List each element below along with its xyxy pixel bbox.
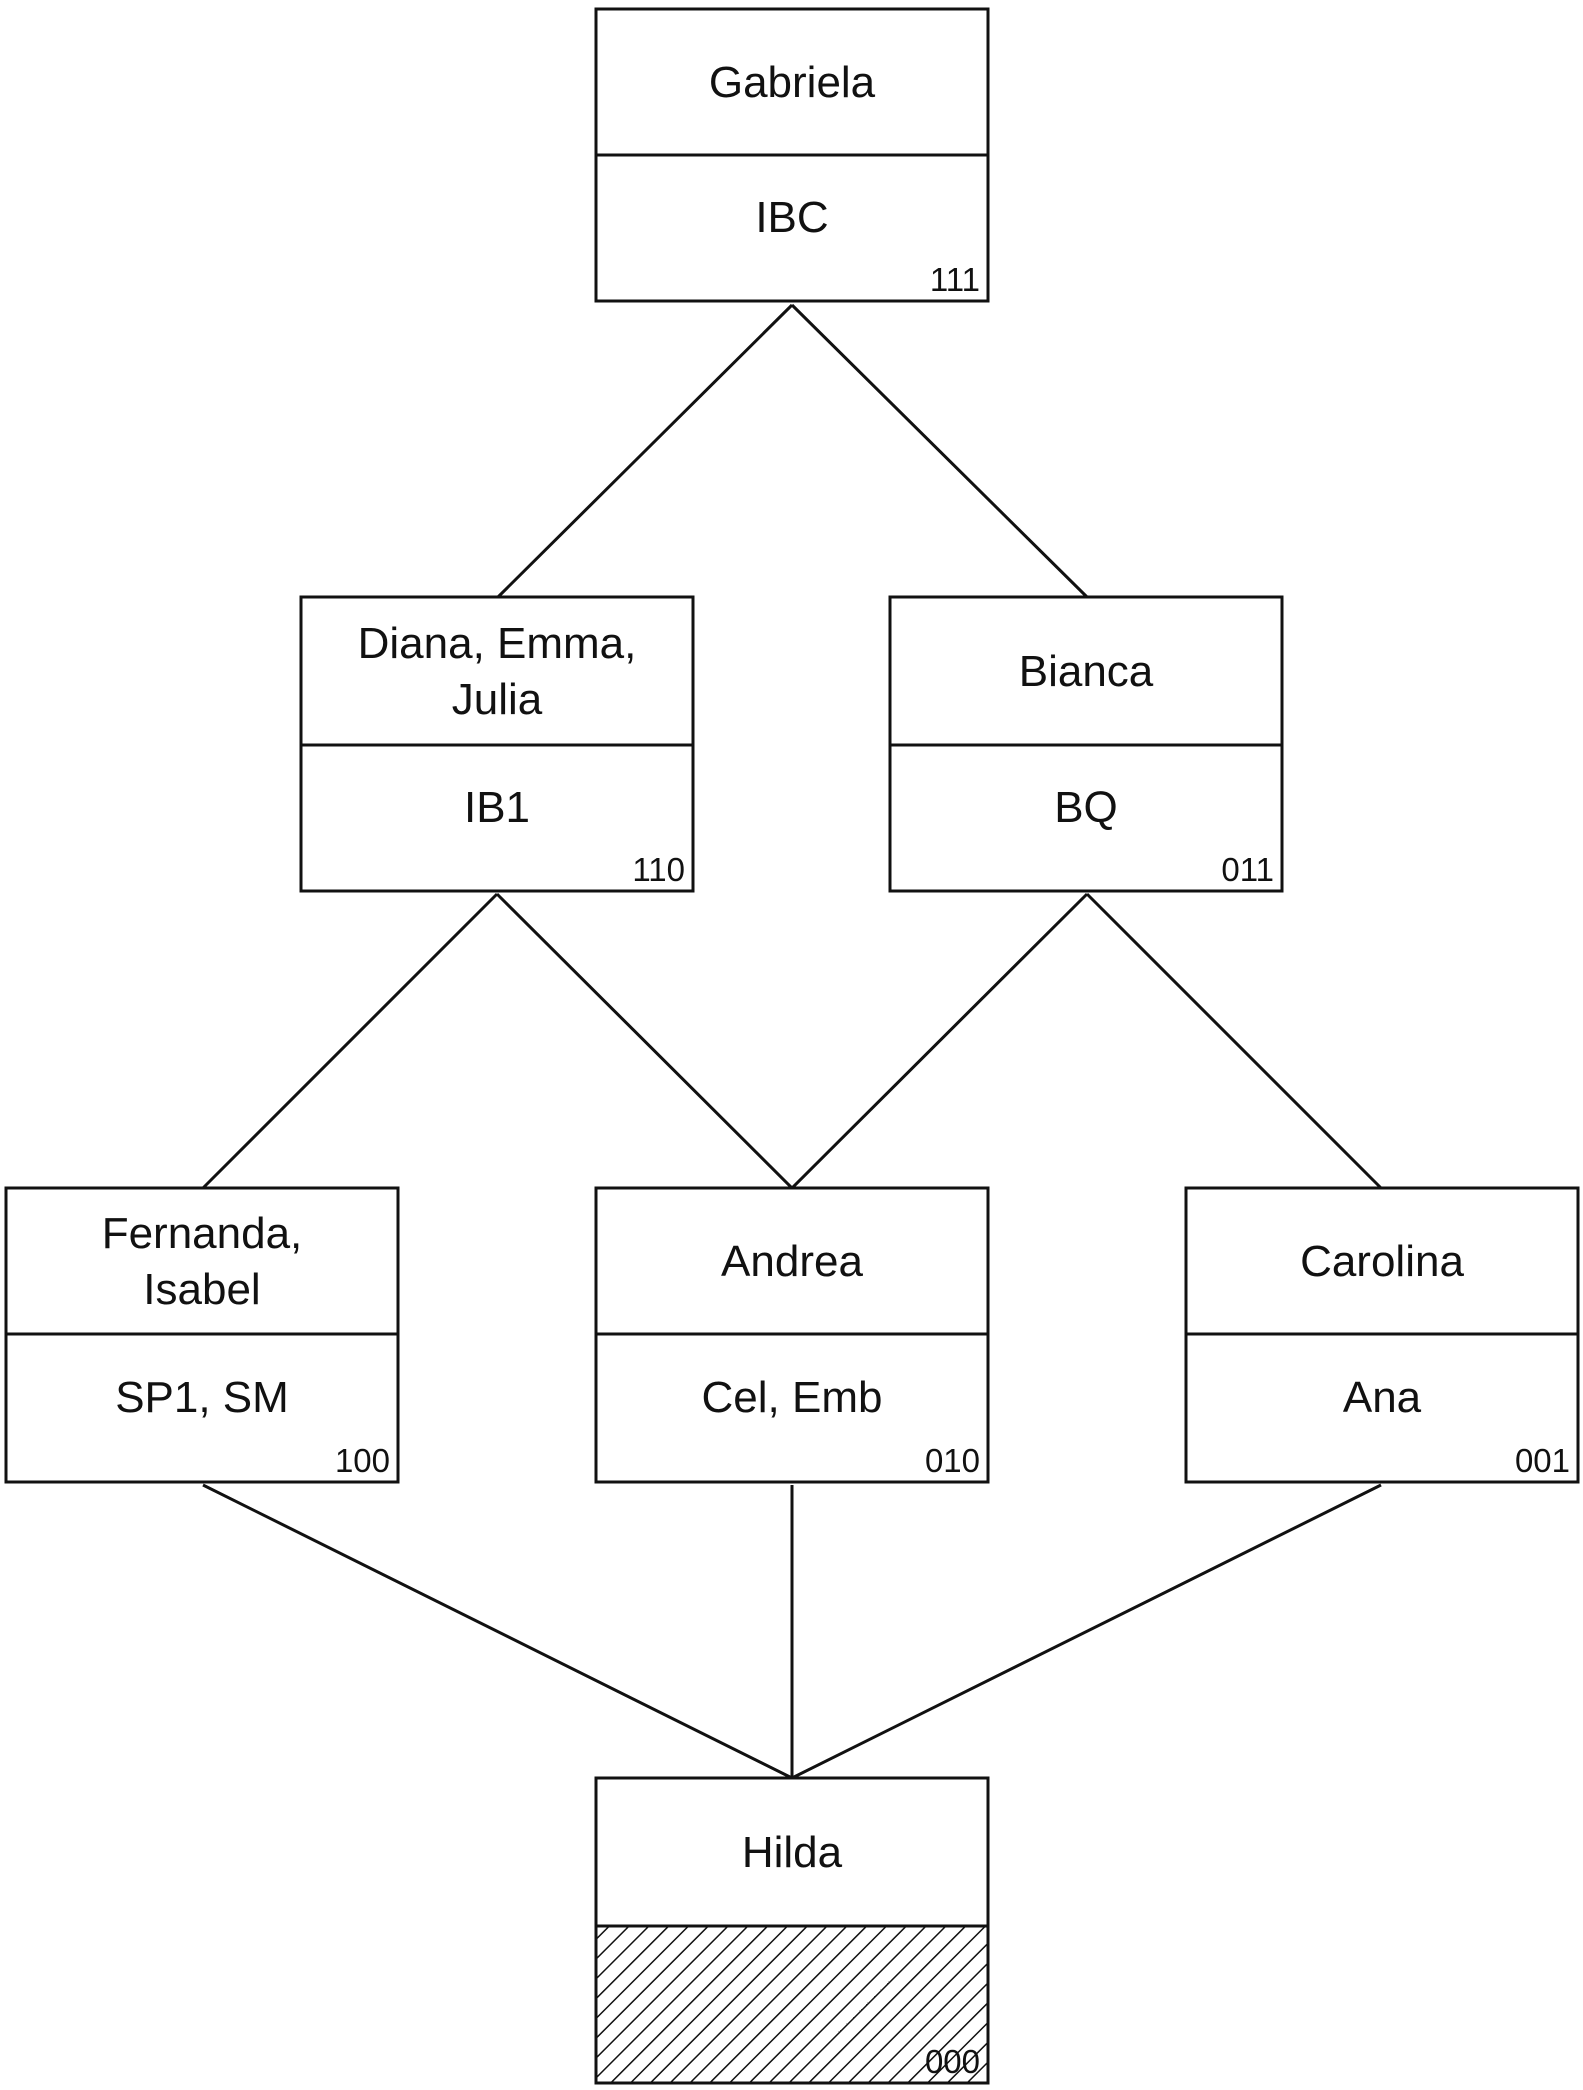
node-lower-label: BQ xyxy=(1054,783,1118,832)
node-upper-label: Carolina xyxy=(1300,1237,1464,1286)
hatched-section xyxy=(596,1926,988,2083)
node-code-label: 111 xyxy=(930,261,980,298)
node-code-label: 001 xyxy=(1515,1442,1570,1479)
edge-gabriela-bianca xyxy=(790,303,1089,599)
edge-bianca-andrea xyxy=(790,892,1089,1190)
node-upper-label: Bianca xyxy=(1019,647,1154,696)
node-upper-label: Andrea xyxy=(721,1237,863,1286)
node-code-label: 000 xyxy=(925,2043,980,2080)
node-code-label: 100 xyxy=(335,1442,390,1479)
node-upper-label: Julia xyxy=(452,675,543,724)
edge-diana-andrea xyxy=(495,892,794,1190)
node-lower-label: SP1, SM xyxy=(115,1373,289,1422)
node-lower-label: IBC xyxy=(755,193,828,242)
node-upper-label: Hilda xyxy=(742,1828,843,1877)
node-upper-label: Isabel xyxy=(143,1265,260,1314)
edge-diana-fernanda xyxy=(201,892,499,1190)
edges-layer xyxy=(201,303,1383,1780)
node-code-label: 010 xyxy=(925,1442,980,1479)
node-code-label: 011 xyxy=(1221,851,1274,888)
node-code-label: 110 xyxy=(632,851,685,888)
edge-fernanda-hilda xyxy=(202,1483,793,1780)
node-box xyxy=(594,1776,990,2085)
node-lower-label: IB1 xyxy=(464,783,530,832)
node-upper-label: Gabriela xyxy=(709,58,876,107)
edge-gabriela-diana xyxy=(496,303,794,599)
node-hilda: Hilda 000 xyxy=(594,1776,990,2085)
node-upper-label: Diana, Emma, xyxy=(358,619,637,668)
node-upper-label: Fernanda, xyxy=(102,1209,303,1258)
node-lower-label: Cel, Emb xyxy=(702,1373,883,1422)
edge-bianca-carolina xyxy=(1085,892,1383,1190)
node-lower-label: Ana xyxy=(1343,1373,1422,1422)
edge-carolina-hilda xyxy=(791,1483,1382,1780)
